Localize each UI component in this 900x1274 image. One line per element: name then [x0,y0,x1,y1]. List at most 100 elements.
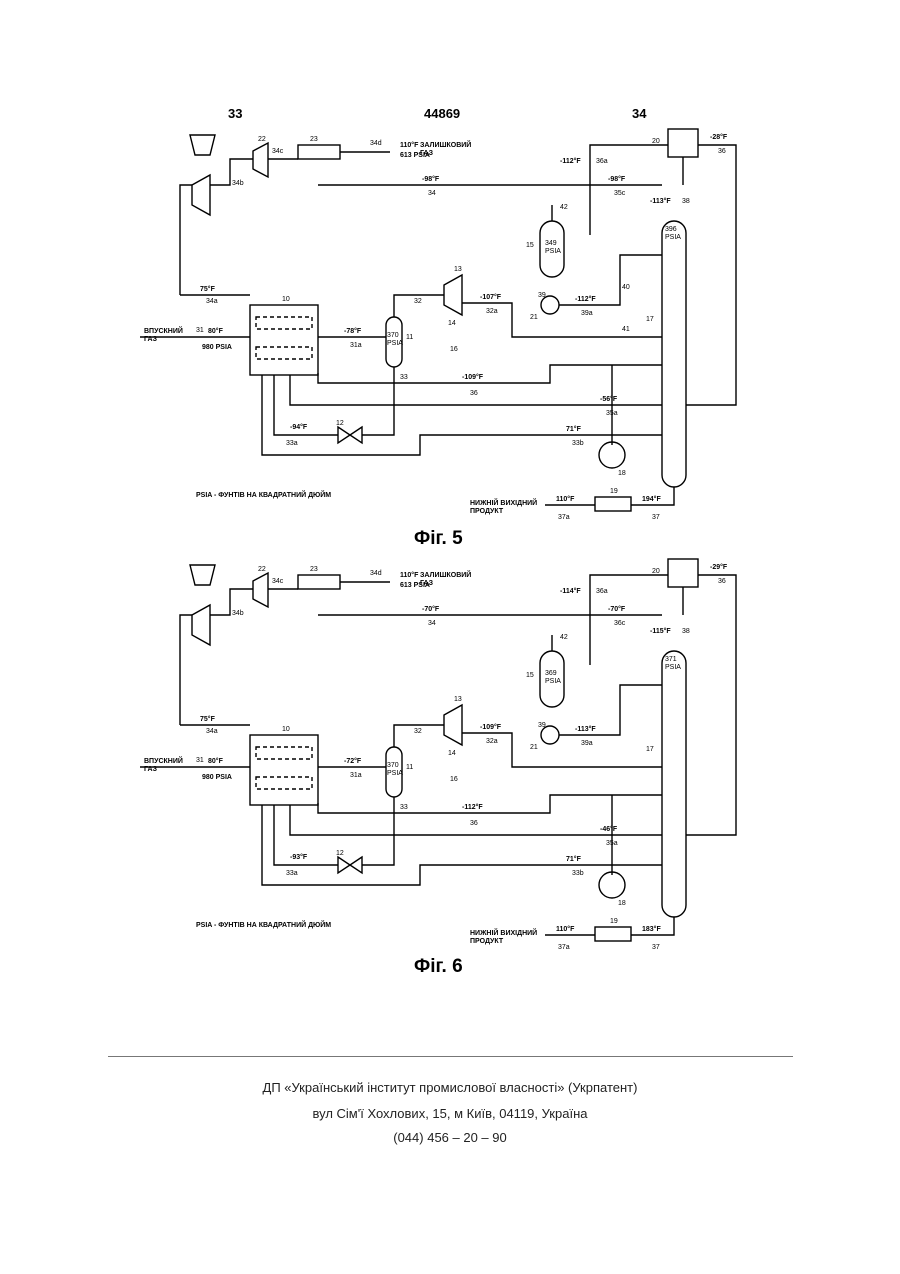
reflux-condenser-20 [668,559,698,587]
stream-34b-return [180,615,192,725]
label-psia-footnote: PSIA - ФУНТІВ НА КВАДРАТНИЙ ДЮЙМ [196,490,331,499]
reflux-condenser-20 [668,129,698,157]
label-s_39a: 39a [581,310,593,317]
compressor-14 [192,175,210,215]
label-s_32a: 32a [486,738,498,745]
label-t_34: -98°F [422,175,440,183]
label-t_33b: 71°F [566,855,582,863]
label-n39: 39 [538,292,546,299]
label-n18: 18 [618,470,626,477]
driver-12 [190,565,215,585]
expander-13 [444,275,462,315]
air-cooler-23 [298,575,340,589]
label-s_36: 36 [470,820,478,827]
label-s_bottom: 37a [558,514,570,520]
label-s_bottom: 37a [558,944,570,950]
label-inlet-gas: ВПУСКНИЙ [144,326,183,335]
label-t_37: 194°F [642,495,661,503]
label-t_33a: -94°F [290,423,308,431]
label-d_15: 349 [545,240,557,247]
label-s_33a: 33a [286,870,298,877]
label-t_36a: -114°F [560,587,581,595]
label-t_31a: -78°F [344,327,362,335]
label-bottom-product: НИЖНІЙ ВИХІДНИЙ [470,928,537,937]
label-t_bottom: 110°F [556,925,575,933]
label-t_35a: -46°F [600,825,618,833]
label-t_38: -115°F [650,627,671,635]
stream-36 [318,795,662,813]
label-d_col: 396 [665,226,677,233]
label-n32: 32 [414,728,422,735]
column-top-return [686,575,736,835]
control-valve [350,427,362,443]
label-d_col: PSIA [665,234,681,241]
label-p_inlet: 980 PSIA [202,344,232,351]
figure-5-diagram: 110°F613 PSIA34dЗАЛИШКОВИЙГАЗВПУСКНИЙГАЗ… [0,125,900,520]
air-cooler-19 [595,927,631,941]
label-n41: 41 [622,326,630,333]
distillation-column [662,221,686,487]
label-inlet-gas: ВПУСКНИЙ [144,756,183,765]
exchanger-pass [256,777,312,789]
label-t_34: -70°F [422,605,440,613]
label-d_col: 371 [665,656,677,663]
label-d_17: PSIA [387,340,403,347]
label-n15: 15 [526,242,534,249]
label-d_15: PSIA [545,248,561,255]
driver-12 [190,135,215,155]
label-n20: 20 [652,138,660,145]
compressor-22 [253,573,268,607]
label-n34b: 34b [232,610,244,617]
label-bottom-product: НИЖНІЙ ВИХІДНИЙ [470,498,537,507]
label-s_38: 38 [682,628,690,635]
label-s_36a: 36a [596,588,608,595]
label-n13: 13 [454,266,462,273]
label-t_36: -109°F [462,373,484,381]
figure-5-caption: Фіг. 5 [414,528,463,550]
label-s_37: 37 [652,514,660,520]
column-top-return [686,145,736,405]
reboiler-18 [599,442,625,468]
label-n34c: 34c [272,578,284,585]
label-s_top: 36 [718,578,726,585]
label-t_32a: -107°F [480,293,502,301]
label-n16: 16 [450,776,458,783]
label-n15: 15 [526,672,534,679]
label-p_inlet: 980 PSIA [202,774,232,781]
page-number-right: 34 [632,106,646,121]
label-n10: 10 [282,726,290,733]
label-s_31a: 31a [350,342,362,349]
figure-6-diagram: 110°F613 PSIA34dЗАЛИШКОВИЙГАЗВПУСКНИЙГАЗ… [0,555,900,950]
stream-33 [362,367,394,435]
label-n20: 20 [652,568,660,575]
compressor-14 [192,605,210,645]
label-n34b: 34b [232,180,244,187]
label-n17: 17 [646,746,654,753]
heat-exchanger-10 [250,305,318,375]
label-t_33a: -93°F [290,853,308,861]
label-d_17: 370 [387,762,399,769]
label-t_39a: -113°F [575,725,596,733]
label-n40: 40 [622,284,630,291]
label-residual-gas: ЗАЛИШКОВИЙ [420,140,471,149]
label-s_residual: 34d [370,140,382,147]
label-n14: 14 [448,320,456,327]
reboiler-18 [599,872,625,898]
label-residual-gas: ГАЗ [420,150,434,157]
control-valve [350,857,362,873]
label-bottom-product: ПРОДУКТ [470,508,504,515]
label-s_inlet: 31 [196,757,204,764]
label-t_39a: -112°F [575,295,596,303]
label-t_residual: 110°F [400,141,419,149]
compressor-22 [253,143,268,177]
footer-divider [108,1056,793,1057]
label-n34c: 34c [272,148,284,155]
label-d_17: PSIA [387,770,403,777]
label-s_top: 36 [718,148,726,155]
exchanger-pass [256,747,312,759]
label-s_34a: 34a [206,728,218,735]
label-n14: 14 [448,750,456,757]
label-s_33b: 33b [572,870,584,877]
label-s_35e: 36c [614,620,626,627]
label-n12: 12 [336,420,344,427]
